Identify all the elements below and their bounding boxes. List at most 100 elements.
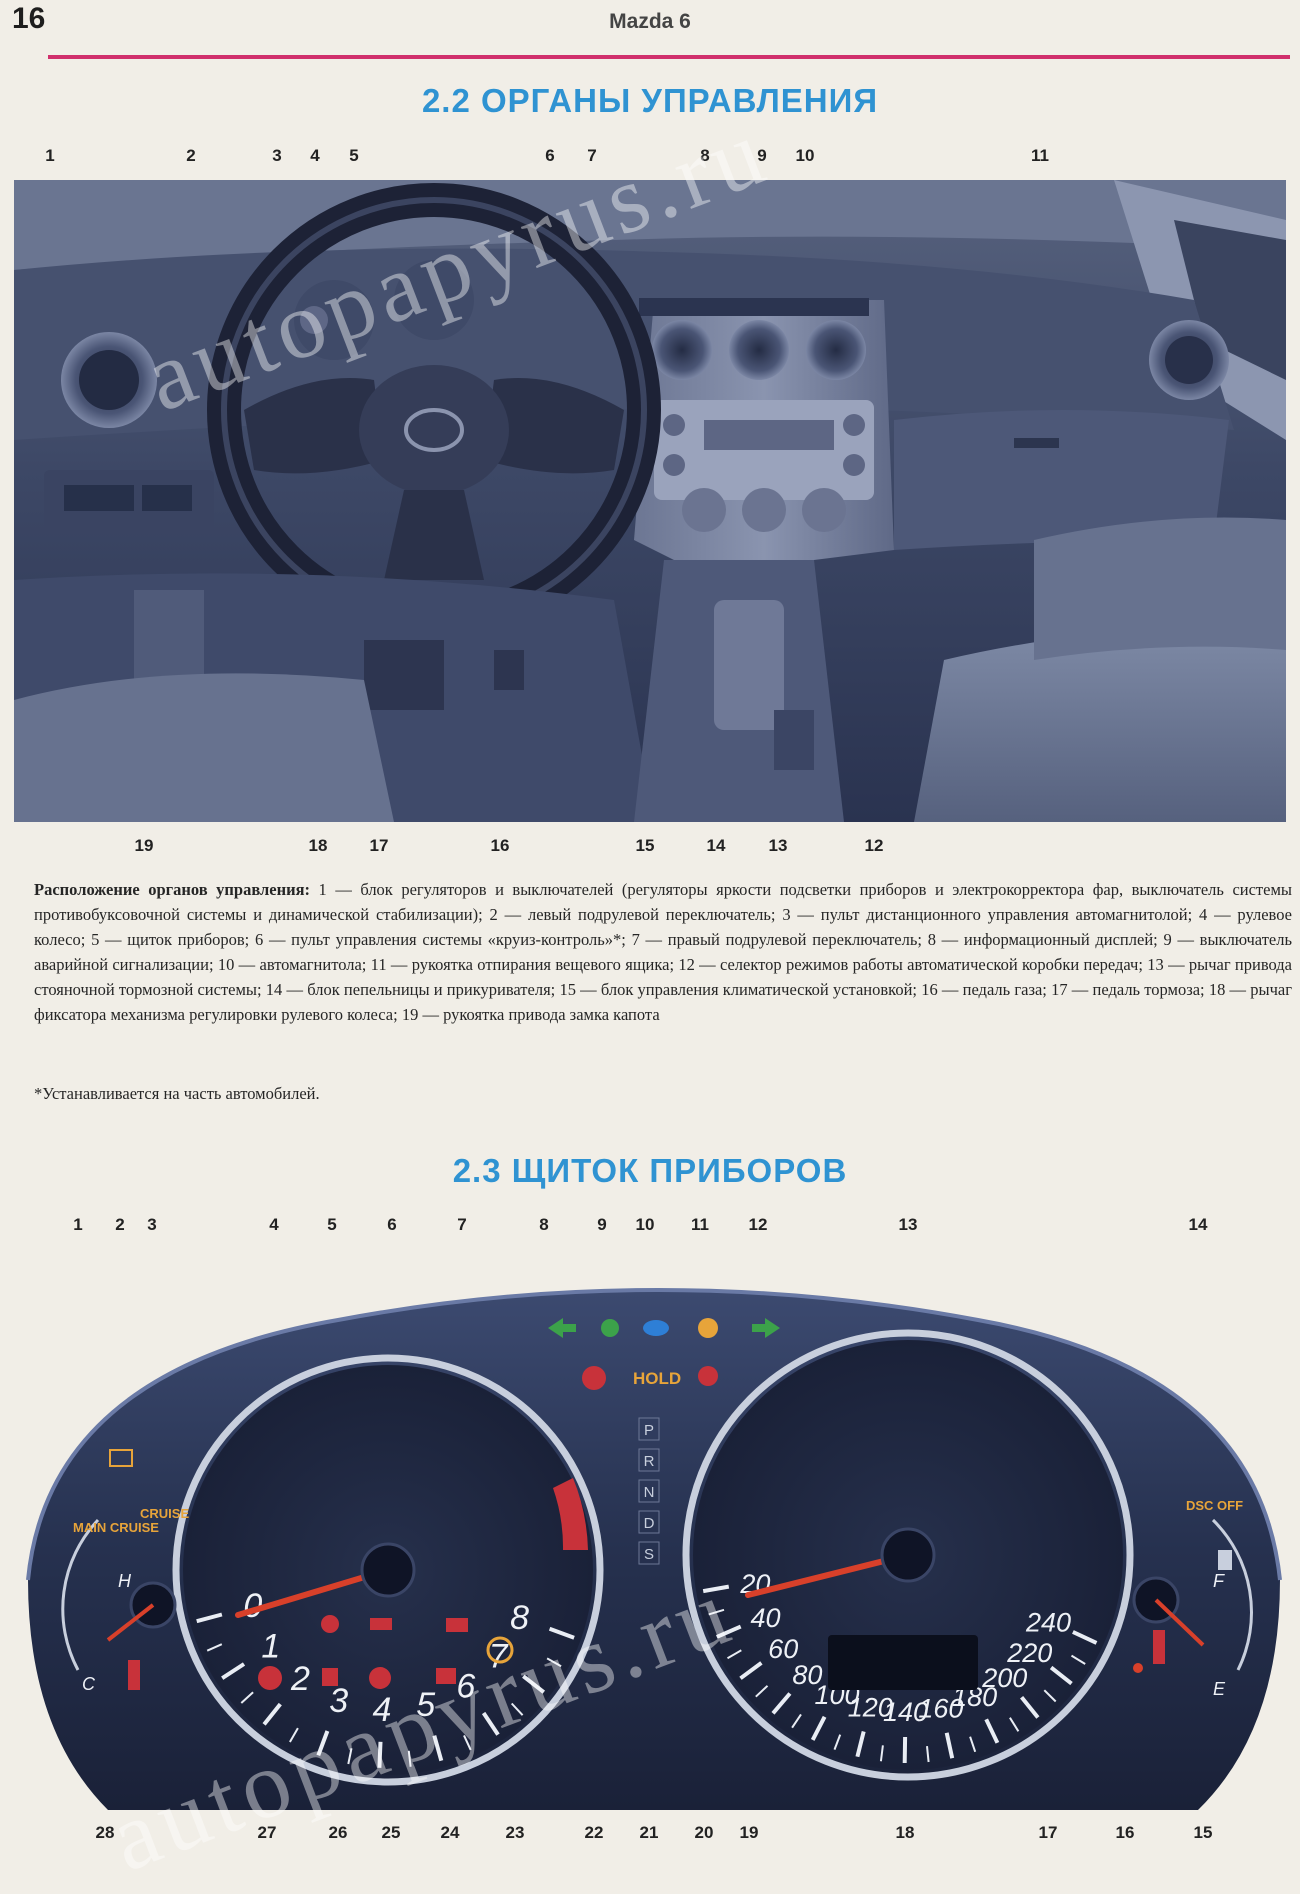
cluster-callout-23: 23 <box>506 1823 525 1843</box>
gear-letter-N: N <box>644 1484 655 1501</box>
airbag-icon <box>321 1615 339 1633</box>
cluster-callout-5: 5 <box>327 1215 336 1235</box>
running-title: Mazda 6 <box>0 10 1300 34</box>
cluster-callout-22: 22 <box>585 1823 604 1843</box>
gear-letter-R: R <box>644 1453 655 1470</box>
tacho-label-4: 4 <box>372 1691 391 1729</box>
callout-19: 19 <box>135 836 154 856</box>
parking-brake-icon <box>582 1366 606 1390</box>
speedo-label-40: 40 <box>750 1603 780 1633</box>
cluster-callout-27: 27 <box>258 1823 277 1843</box>
gear-letter-D: D <box>644 1515 655 1532</box>
callout-12: 12 <box>865 836 884 856</box>
callout-16: 16 <box>491 836 510 856</box>
callout-17: 17 <box>370 836 389 856</box>
cluster-callout-12: 12 <box>749 1215 768 1235</box>
seatbelt-passenger-icon <box>698 1366 718 1386</box>
hold-indicator: HOLD <box>633 1369 681 1388</box>
cluster-callout-2: 2 <box>115 1215 124 1235</box>
cluster-callout-15: 15 <box>1194 1823 1213 1843</box>
main-cruise-indicator: MAIN CRUISE <box>73 1520 159 1535</box>
speedo-label-220: 220 <box>1006 1638 1052 1668</box>
cluster-callout-11: 11 <box>691 1215 709 1235</box>
callout-1: 1 <box>45 146 54 166</box>
header-rule <box>48 55 1290 59</box>
speedo-label-240: 240 <box>1025 1608 1071 1638</box>
dsc-off-indicator: DSC OFF <box>1186 1498 1243 1513</box>
callout-5: 5 <box>349 146 358 166</box>
tacho-label-6: 6 <box>456 1667 475 1705</box>
cluster-callout-18: 18 <box>896 1823 915 1843</box>
callout-18: 18 <box>309 836 328 856</box>
cluster-callout-13: 13 <box>899 1215 918 1235</box>
brake-system-icon <box>369 1667 391 1689</box>
callout-9: 9 <box>757 146 766 166</box>
callout-10: 10 <box>796 146 815 166</box>
temperature-warning-icon <box>128 1660 140 1690</box>
cluster-callout-9: 9 <box>597 1215 606 1235</box>
callout-2: 2 <box>186 146 195 166</box>
fuel-warning-bar <box>1153 1630 1165 1664</box>
low-washer-icon <box>370 1618 392 1630</box>
caption-lead: Расположение органов управления: <box>34 880 310 899</box>
cluster-callout-28: 28 <box>96 1823 115 1843</box>
low-fuel-warning-icon <box>1133 1663 1143 1673</box>
cluster-callout-10: 10 <box>636 1215 655 1235</box>
door-ajar-icon <box>436 1668 456 1684</box>
cluster-callout-17: 17 <box>1039 1823 1058 1843</box>
cluster-callout-3: 3 <box>147 1215 156 1235</box>
cluster-callout-8: 8 <box>539 1215 548 1235</box>
temp-cold-label: C <box>82 1674 96 1694</box>
cruise-indicator: CRUISE <box>140 1506 189 1521</box>
odometer-display <box>828 1635 978 1690</box>
callout-14: 14 <box>707 836 726 856</box>
oil-pressure-icon <box>258 1666 282 1690</box>
seatbelt-icon <box>446 1618 468 1632</box>
cluster-callout-26: 26 <box>329 1823 348 1843</box>
callout-13: 13 <box>769 836 788 856</box>
callout-15: 15 <box>636 836 655 856</box>
cluster-callout-6: 6 <box>387 1215 396 1235</box>
cluster-callout-7: 7 <box>457 1215 466 1235</box>
tacho-label-1: 1 <box>261 1628 280 1666</box>
fog-light-icon <box>698 1318 718 1338</box>
section-title-cluster: 2.3 ЩИТОК ПРИБОРОВ <box>0 1152 1300 1190</box>
fuel-empty-label: E <box>1213 1679 1226 1699</box>
tacho-label-8: 8 <box>510 1599 529 1637</box>
tacho-label-2: 2 <box>290 1660 310 1698</box>
callout-4: 4 <box>310 146 319 166</box>
cluster-callout-24: 24 <box>441 1823 460 1843</box>
cluster-callout-1: 1 <box>73 1215 82 1235</box>
gear-letter-S: S <box>644 1546 654 1563</box>
callout-7: 7 <box>587 146 596 166</box>
cluster-callout-20: 20 <box>695 1823 714 1843</box>
controls-caption: Расположение органов управления: 1 — бло… <box>34 877 1292 1027</box>
section-title-controls: 2.2 ОРГАНЫ УПРАВЛЕНИЯ <box>0 82 1300 120</box>
callout-11: 11 <box>1031 146 1049 166</box>
caption-body: 1 — блок регуляторов и выключателей (рег… <box>34 880 1292 1024</box>
callout-8: 8 <box>700 146 709 166</box>
callout-6: 6 <box>545 146 554 166</box>
tacho-label-5: 5 <box>416 1686 435 1724</box>
cluster-callout-16: 16 <box>1116 1823 1135 1843</box>
fuel-full-label: F <box>1213 1571 1225 1591</box>
tacho-tick <box>379 1742 380 1768</box>
cluster-callout-14: 14 <box>1189 1215 1208 1235</box>
fuel-pump-icon <box>1218 1550 1232 1570</box>
battery-icon <box>322 1668 338 1686</box>
callout-3: 3 <box>272 146 281 166</box>
cluster-callout-19: 19 <box>740 1823 759 1843</box>
footnote: *Устанавливается на часть автомобилей. <box>34 1084 320 1104</box>
dashboard-photo <box>14 180 1286 822</box>
position-lights-icon <box>601 1319 619 1337</box>
high-beam-icon <box>643 1320 669 1336</box>
gear-letter-P: P <box>644 1422 654 1439</box>
cluster-callout-4: 4 <box>269 1215 278 1235</box>
cluster-callout-21: 21 <box>640 1823 659 1843</box>
temp-hot-label: H <box>118 1571 132 1591</box>
tacho-label-3: 3 <box>329 1682 348 1720</box>
cluster-callout-25: 25 <box>382 1823 401 1843</box>
